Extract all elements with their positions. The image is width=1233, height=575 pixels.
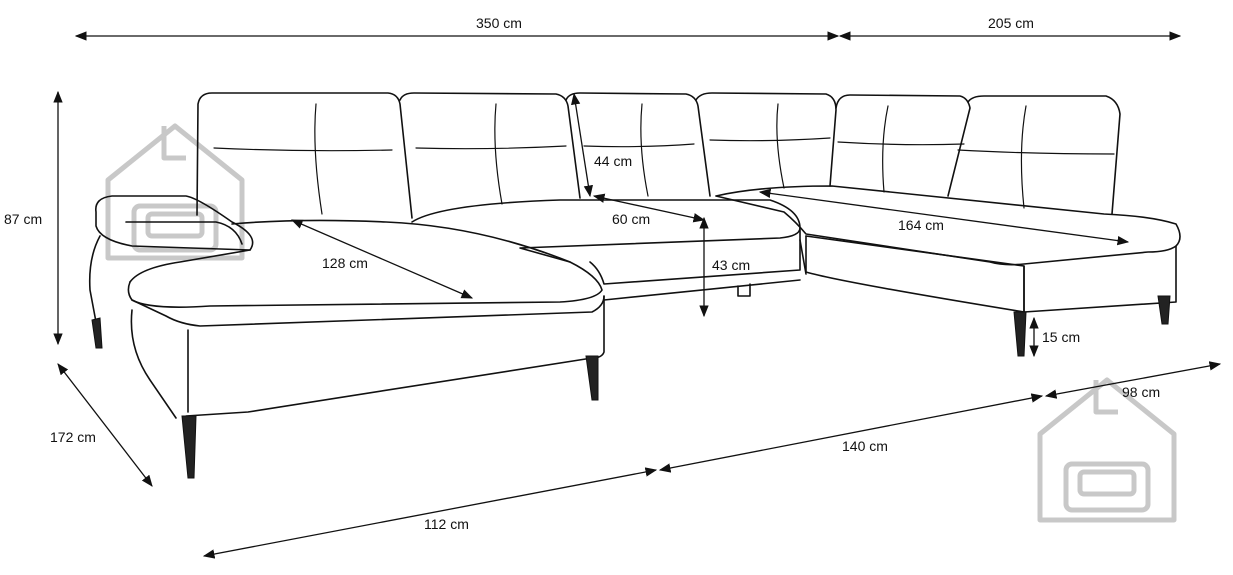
label-leg-height: 15 cm [1042, 329, 1080, 345]
sofa-leg [181, 415, 197, 479]
label-base-middle: 140 cm [842, 438, 888, 454]
dimension-arrows [53, 31, 1222, 559]
house-sofa-logo-icon [105, 123, 245, 261]
label-backrest-height: 44 cm [594, 153, 632, 169]
house-sofa-logo-icon [1037, 377, 1177, 523]
label-seat-depth: 60 cm [612, 211, 650, 227]
label-depth-left: 172 cm [50, 429, 96, 445]
sofa-leg [585, 355, 599, 401]
sofa-leg [1013, 311, 1027, 357]
label-width-right: 205 cm [988, 15, 1034, 31]
label-base-right: 98 cm [1122, 384, 1160, 400]
label-chaise-length: 128 cm [322, 255, 368, 271]
label-width-total: 350 cm [476, 15, 522, 31]
dimension-labels: 350 cm 205 cm 87 cm 172 cm 128 cm 44 cm … [4, 15, 1160, 532]
sofa-leg [1157, 295, 1171, 325]
sofa-drawing [88, 92, 1181, 479]
label-seat-height: 43 cm [712, 257, 750, 273]
label-base-left: 112 cm [424, 516, 469, 532]
label-right-chaise-length: 164 cm [898, 217, 944, 233]
sofa-leg [91, 317, 103, 349]
label-height-total: 87 cm [4, 211, 42, 227]
